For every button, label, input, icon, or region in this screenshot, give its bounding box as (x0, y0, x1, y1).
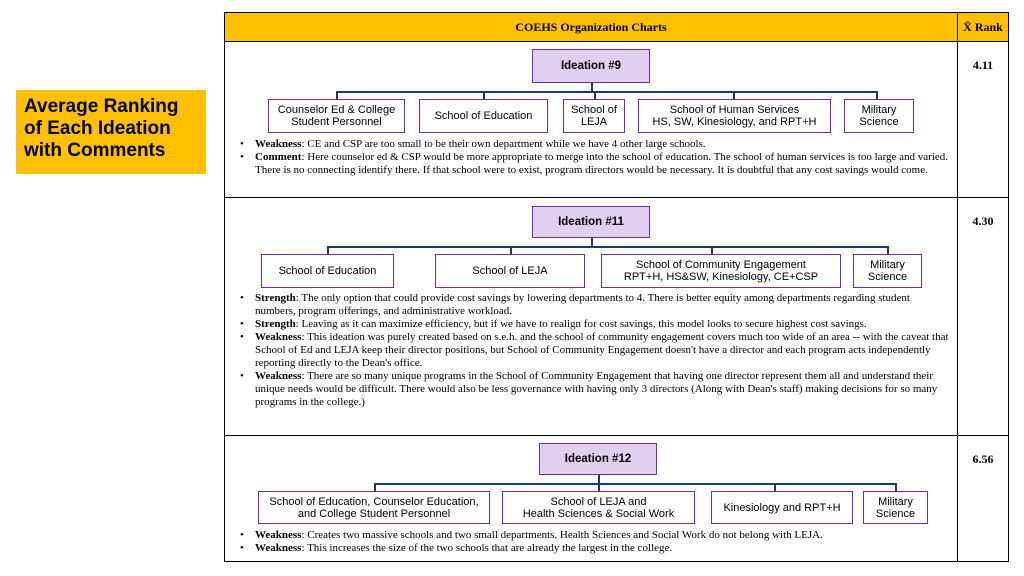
comment-item: Weakness: This increases the size of the… (237, 542, 949, 555)
connector-line (733, 91, 735, 100)
comment-list: Weakness: Creates two massive schools an… (237, 529, 949, 555)
org-unit-box: School of Education (261, 254, 394, 288)
rank-value: 4.30 (957, 198, 1008, 435)
org-unit-box: School of Education (419, 99, 548, 133)
comment-list: Weakness: CE and CSP are too small to be… (237, 138, 949, 177)
org-unit-box: School of Education, Counselor Education… (258, 491, 490, 524)
section-label: Average Ranking of Each Ideation with Co… (16, 90, 206, 174)
connector-line (895, 483, 897, 492)
comment-item: Weakness: CE and CSP are too small to be… (237, 138, 949, 151)
comment-list: Strength: The only option that could pro… (237, 292, 949, 409)
ideation-title: Ideation #12 (564, 453, 632, 465)
comment-item: Strength: The only option that could pro… (237, 292, 949, 318)
comment-item: Weakness: Creates two massive schools an… (237, 529, 949, 542)
header-title: COEHS Organization Charts (515, 20, 667, 34)
header-rank: X̄ Rank (957, 13, 1008, 41)
connector-line (327, 246, 329, 255)
connector-line (336, 91, 338, 100)
rank-value: 6.56 (957, 436, 1008, 561)
org-unit-box: School of LEJA (435, 254, 585, 288)
ideation-title-box: Ideation #12 (539, 443, 657, 475)
connector-line (336, 91, 876, 93)
org-unit-box: Kinesiology and RPT+H (711, 491, 853, 524)
comment-item: Comment: Here counselor ed & CSP would b… (237, 151, 949, 177)
rank-value: 4.11 (957, 42, 1008, 197)
comment-item: Weakness: There are so many unique progr… (237, 370, 949, 409)
ideation-title: Ideation #9 (560, 60, 622, 72)
comment-item: Strength: Leaving as it can maximize eff… (237, 318, 949, 331)
connector-line (374, 483, 895, 485)
connector-line (327, 246, 887, 248)
ideation-title-box: Ideation #11 (532, 206, 650, 238)
connector-line (876, 91, 878, 100)
connector-line (510, 246, 512, 255)
ideation-title: Ideation #11 (558, 216, 624, 228)
connector-line (591, 238, 593, 247)
connector-line (711, 246, 713, 255)
comment-item: Weakness: This ideation was purely creat… (237, 331, 949, 370)
connector-line (598, 483, 600, 492)
connector-line (591, 83, 593, 92)
ideation-title-box: Ideation #9 (532, 49, 650, 83)
connector-line (374, 483, 376, 492)
connector-line (594, 91, 596, 100)
table-header: COEHS Organization Charts X̄ Rank (225, 13, 1008, 42)
org-charts-table: COEHS Organization Charts X̄ Rank Ideati… (224, 12, 1009, 562)
connector-line (598, 475, 600, 484)
connector-line (887, 246, 889, 255)
ideation-row-11: Ideation #11 School of Education School … (225, 198, 1008, 436)
ideation-row-12: Ideation #12 School of Education, Counse… (225, 436, 1008, 561)
connector-line (483, 91, 485, 100)
connector-line (774, 483, 776, 492)
